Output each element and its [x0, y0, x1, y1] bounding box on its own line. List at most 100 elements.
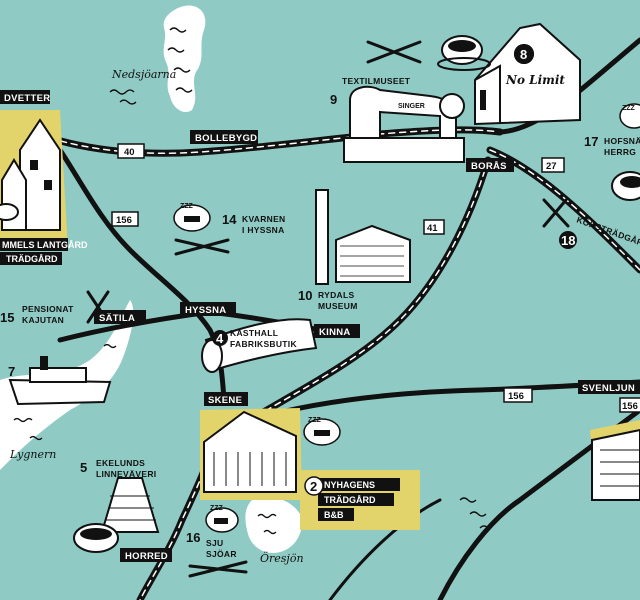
place-label-satila[interactable]: SÄTILA — [94, 310, 146, 324]
coffee-cup-icon — [73, 523, 119, 553]
svg-text:TEXTILMUSEET: TEXTILMUSEET — [342, 76, 411, 86]
svg-text:EKELUNDS: EKELUNDS — [96, 458, 145, 468]
svg-text:TRÄDGÅRD: TRÄDGÅRD — [6, 254, 58, 264]
place-label-boras[interactable]: BORÅS — [466, 158, 514, 172]
svg-text:41: 41 — [427, 223, 438, 234]
svg-text:SJÖAR: SJÖAR — [206, 549, 237, 559]
bed-bubble-icon — [303, 418, 341, 446]
bed-bubble-icon — [173, 204, 211, 232]
place-label-kinna[interactable]: KINNA — [314, 324, 360, 338]
singer-brand-label: SINGER — [398, 103, 425, 110]
svg-text:B&B: B&B — [324, 510, 344, 520]
svg-text:7: 7 — [8, 364, 15, 379]
poi-no-limit[interactable]: 8 — [514, 44, 534, 64]
road-number-156-far-east: 156 — [619, 397, 640, 413]
svg-text:FABRIKSBUTIK: FABRIKSBUTIK — [230, 339, 297, 349]
svg-text:HORRED: HORRED — [125, 551, 168, 562]
svg-text:17: 17 — [584, 134, 598, 149]
lake-nedsjoarna — [163, 5, 206, 113]
linen-spool-illustration — [100, 477, 160, 533]
svg-text:I HYSSNA: I HYSSNA — [242, 225, 285, 235]
cutlery-icon — [188, 560, 248, 578]
svg-text:16: 16 — [186, 530, 200, 545]
water-label-lygnern: Lygnern — [9, 448, 56, 461]
svg-text:5: 5 — [80, 460, 87, 475]
poi-kasthall-fabriksbutik[interactable]: 4 KASTHALL FABRIKSBUTIK — [212, 328, 297, 349]
road-number-40: 40 — [117, 143, 145, 159]
road-number-156-east: 156 — [503, 387, 533, 403]
svg-text:KASTHALL: KASTHALL — [230, 328, 278, 338]
place-label-horred[interactable]: HORRED — [120, 548, 172, 562]
svg-text:KINNA: KINNA — [319, 327, 351, 338]
svg-text:2: 2 — [310, 479, 317, 494]
no-limit-brand-label: No Limit — [505, 73, 565, 87]
svg-text:MMELS LANTGÅRD: MMELS LANTGÅRD — [2, 240, 88, 250]
svg-text:SVENLJUN: SVENLJUN — [582, 383, 635, 394]
svg-text:4: 4 — [216, 331, 224, 346]
road-number-27: 27 — [541, 157, 565, 173]
svg-text:SÄTILA: SÄTILA — [99, 313, 135, 324]
svg-text:HYSSNA: HYSSNA — [185, 305, 226, 316]
rydal-museum-illustration — [315, 189, 411, 285]
bed-bubble-icon — [205, 507, 239, 533]
svg-text:LINNEVÄVERI: LINNEVÄVERI — [96, 469, 156, 479]
place-label-hyssna[interactable]: HYSSNA — [180, 302, 236, 316]
svg-text:SJU: SJU — [206, 538, 223, 548]
landvetter-garden-label[interactable]: MMELS LANTGÅRD TRÄDGÅRD — [0, 238, 88, 265]
cutlery-icon — [542, 198, 570, 228]
place-label-landvetter[interactable]: DVETTER — [0, 90, 50, 104]
svg-text:BORÅS: BORÅS — [471, 161, 507, 172]
poi-sju-sjoar[interactable]: 16 SJU SJÖAR — [186, 530, 237, 559]
svg-text:10: 10 — [298, 288, 312, 303]
poi-rydals-museum[interactable]: 10 RYDALS MUSEUM — [298, 288, 358, 311]
sewing-machine-illustration — [343, 85, 465, 163]
svg-text:27: 27 — [546, 161, 557, 172]
road-number-41: 41 — [423, 219, 445, 235]
svg-text:SKENE: SKENE — [208, 395, 242, 406]
nyhagen-label[interactable]: NYHAGENS TRÄDGÅRD B&B — [318, 478, 400, 521]
svg-text:156: 156 — [508, 391, 524, 402]
svg-text:RYDALS: RYDALS — [318, 290, 354, 300]
steamboat-illustration — [8, 356, 112, 406]
svg-text:NYHAGENS: NYHAGENS — [324, 480, 375, 490]
svg-text:156: 156 — [622, 401, 638, 412]
sleep-zzz-mark: ZZZ — [210, 505, 224, 512]
poi-steamboat[interactable]: 7 — [8, 364, 15, 379]
bed-bubble-icon — [619, 103, 640, 129]
svg-text:KVARNEN: KVARNEN — [242, 214, 286, 224]
svg-text:TRÄDGÅRD: TRÄDGÅRD — [324, 495, 376, 505]
sleep-zzz-mark: ZZZ — [308, 417, 322, 424]
place-label-bollebygd[interactable]: BOLLEBYGD — [190, 130, 258, 144]
sleep-zzz-mark: ZZZ — [180, 203, 194, 210]
lake-oresjon — [245, 496, 302, 554]
place-label-skene[interactable]: SKENE — [204, 392, 248, 406]
lake-small-left — [109, 89, 137, 105]
landvetter-farm-illustration — [0, 118, 61, 231]
svg-text:15: 15 — [0, 310, 14, 325]
cutlery-icon — [366, 40, 422, 64]
poi-ekelunds-linnevaveri[interactable]: 5 EKELUNDS LINNEVÄVERI — [80, 458, 156, 479]
svg-text:9: 9 — [330, 92, 337, 107]
coffee-cup-icon — [611, 171, 640, 201]
cutlery-icon — [174, 238, 230, 256]
road-number-156-west: 156 — [111, 211, 139, 227]
poi-hofsnas-herrgard[interactable]: 17 HOFSNÄ HERRG — [584, 134, 640, 157]
poi-pensionat-kajutan[interactable]: 15 PENSIONAT KAJUTAN — [0, 304, 74, 325]
svg-text:14: 14 — [222, 212, 237, 227]
water-label-nedsjoarna: Nedsjöarna — [111, 68, 176, 81]
svg-text:PENSIONAT: PENSIONAT — [22, 304, 74, 314]
svg-text:KAJUTAN: KAJUTAN — [22, 315, 64, 325]
svg-text:HERRG: HERRG — [604, 147, 636, 157]
poi-nyhagens-tradgard[interactable]: 2 — [304, 476, 324, 496]
svg-text:DVETTER: DVETTER — [4, 93, 50, 104]
svg-text:40: 40 — [124, 147, 135, 158]
poi-kvarnen-hyssna[interactable]: 14 KVARNEN I HYSSNA — [222, 212, 286, 235]
poi-textilmuseet[interactable]: 9 TEXTILMUSEET — [330, 76, 411, 107]
coffee-cup-icon — [437, 35, 491, 71]
svg-text:HOFSNÄ: HOFSNÄ — [604, 136, 640, 146]
place-label-svenljunga[interactable]: SVENLJUN — [578, 380, 640, 394]
water-label-oresjon: Öresjön — [260, 551, 304, 565]
svg-text:8: 8 — [520, 47, 527, 62]
riverside-buildings-illustration — [591, 428, 640, 501]
